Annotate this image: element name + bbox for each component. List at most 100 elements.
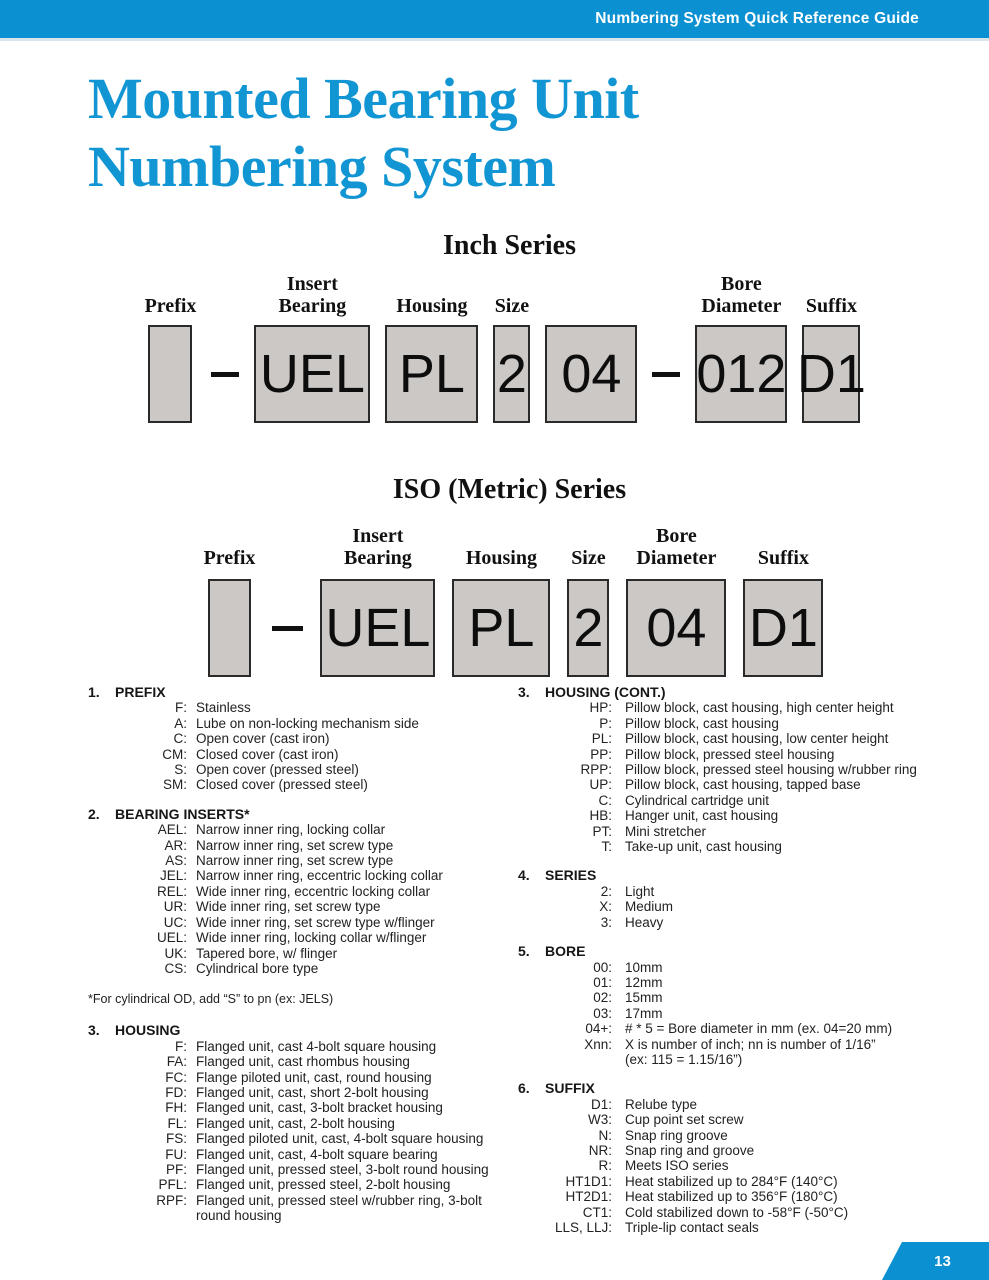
definition: Heavy <box>625 914 664 930</box>
definition: Pillow block, cast housing, low center h… <box>625 731 889 747</box>
definition: Closed cover (cast iron) <box>196 746 339 762</box>
code-definition-row: FL: Flanged unit, cast, 2-bolt housing <box>88 1116 518 1131</box>
code-definition-row: F: Stainless <box>88 700 518 715</box>
section-items: HP: Pillow block, cast housing, high cen… <box>518 700 989 854</box>
iso-insert-bearing-label: Insert Bearing <box>344 525 412 569</box>
definition: Hanger unit, cast housing <box>625 808 779 824</box>
code: FU: <box>165 1146 187 1162</box>
definition: Pillow block, cast housing <box>625 715 779 731</box>
definition: Wide inner ring, eccentric locking colla… <box>196 883 431 899</box>
definition: Cylindrical cartridge unit <box>625 792 770 808</box>
code: N: <box>598 1127 613 1143</box>
code-definition-row: FU: Flanged unit, cast, 4-bolt square be… <box>88 1147 518 1162</box>
code-definition-row: CS: Cylindrical bore type <box>88 961 518 976</box>
code: CT1: <box>582 1204 612 1220</box>
definition: 15mm <box>625 990 663 1006</box>
inch-insert-bearing-label: Insert Bearing <box>278 273 347 317</box>
dash-icon <box>272 625 304 631</box>
code-definition-row: CT1: Cold stabilized down to -58°F (-50°… <box>518 1205 989 1220</box>
definition: Narrow inner ring, set screw type <box>196 853 394 869</box>
page-number-tab: 13 <box>882 1242 989 1280</box>
definition: Mini stretcher <box>625 823 707 839</box>
code: RPP: <box>580 762 612 778</box>
section-series: 4. SERIES 2: Light X: Medium <box>518 868 989 930</box>
inch-housing-box: PL <box>385 325 479 423</box>
code-definition-row: 02: 15mm <box>518 990 989 1005</box>
code: HT2D1: <box>565 1189 612 1205</box>
inch-size-box: 2 <box>493 325 531 423</box>
code: RPF: <box>156 1192 187 1208</box>
code-definition-row: AS: Narrow inner ring, set screw type <box>88 853 518 868</box>
code: PFL: <box>158 1177 187 1193</box>
code: HT1D1: <box>565 1173 612 1189</box>
inch-bore-label: Bore Diameter <box>701 273 782 317</box>
code: UEL: <box>156 930 187 946</box>
definition: Snap ring groove <box>625 1127 728 1143</box>
section-number: 3. <box>518 684 530 700</box>
code: LLS, LLJ: <box>554 1220 612 1235</box>
code-definition-row: HB: Hanger unit, cast housing <box>518 808 989 823</box>
section-heading: 3. HOUSING <box>88 1022 518 1039</box>
section-number: 4. <box>518 867 530 884</box>
section-bearing-inserts: 2. BEARING INSERTS* AEL: Narrow inner ri… <box>88 806 518 976</box>
code: D1: <box>590 1096 612 1112</box>
code: HB: <box>589 808 612 824</box>
page-title-line1: Mounted Bearing Unit <box>88 66 639 131</box>
section-title: HOUSING <box>115 1022 181 1039</box>
definition: Snap ring and groove <box>625 1142 755 1158</box>
code: 02: <box>593 990 612 1006</box>
code-definition-row: AEL: Narrow inner ring, locking collar <box>88 822 518 837</box>
dash-separator <box>652 269 681 423</box>
code-definition-row: PL: Pillow block, cast housing, low cent… <box>518 731 989 746</box>
code: T: <box>601 839 612 855</box>
iso-bore-label: Bore Diameter <box>636 525 717 569</box>
definition: Wide inner ring, set screw type <box>196 899 381 915</box>
code: HP: <box>589 700 612 716</box>
dash-icon <box>211 371 240 377</box>
code-definition-row: HT1D1: Heat stabilized up to 284°F (140°… <box>518 1174 989 1189</box>
code: UP: <box>589 777 612 793</box>
definition: Wide inner ring, locking collar w/flinge… <box>196 930 427 946</box>
code-definition-row: LLS, LLJ: Triple-lip contact seals <box>518 1220 989 1235</box>
code-definition-row: NR: Snap ring and groove <box>518 1143 989 1158</box>
code: C: <box>598 792 613 808</box>
code: S: <box>174 762 187 778</box>
definition: Flanged unit, pressed steel, 2-bolt hous… <box>196 1177 451 1193</box>
code: W3: <box>587 1112 612 1128</box>
inch-size-segment: Size 2 <box>493 269 531 423</box>
inch-size-label: Size <box>494 295 530 317</box>
code-definition-row: 04+: # * 5 = Bore diameter in mm (ex. 04… <box>518 1021 989 1036</box>
code-definition-row: RPP: Pillow block, pressed steel housing… <box>518 762 989 777</box>
section-heading: 5. BORE <box>518 943 989 960</box>
code: FH: <box>165 1100 187 1116</box>
section-heading: 6. SUFFIX <box>518 1080 989 1096</box>
definition: Pillow block, pressed steel housing w/ru… <box>625 762 917 778</box>
iso-bore-segment: Bore Diameter 04 <box>626 513 727 677</box>
code-definition-row: RPF: Flanged unit, pressed steel w/rubbe… <box>88 1193 518 1224</box>
section-title: PREFIX <box>115 684 166 700</box>
definition: Flange piloted unit, cast, round housing <box>196 1069 432 1085</box>
code: F: <box>175 1038 187 1054</box>
section-number: 5. <box>518 943 530 960</box>
definition: X is number of inch; nn is number of 1/1… <box>625 1036 876 1067</box>
code-definition-row: PF: Flanged unit, pressed steel, 3-bolt … <box>88 1162 518 1177</box>
code-definition-row: P: Pillow block, cast housing <box>518 716 989 731</box>
header-bar-title: Numbering System Quick Reference Guide <box>595 10 919 27</box>
definition: Flanged unit, pressed steel, 3-bolt roun… <box>196 1161 489 1177</box>
code-definition-row: T: Take-up unit, cast housing <box>518 839 989 854</box>
code-definition-row: 03: 17mm <box>518 1006 989 1021</box>
code: FD: <box>165 1084 187 1100</box>
code-definition-row: R: Meets ISO series <box>518 1158 989 1173</box>
inch-bore-box: 012 <box>695 325 788 423</box>
definition: Flanged unit, cast, 4-bolt square bearin… <box>196 1146 438 1162</box>
definition: 10mm <box>625 959 663 975</box>
code: PL: <box>591 731 612 747</box>
section-prefix: 1. PREFIX F: Stainless A: Lube on non-lo… <box>88 684 518 793</box>
inch-size2-segment: 04 <box>545 269 638 423</box>
code-definition-row: S: Open cover (pressed steel) <box>88 762 518 777</box>
definition: Closed cover (pressed steel) <box>196 777 368 793</box>
code-definition-row: C: Open cover (cast iron) <box>88 731 518 746</box>
definition: Narrow inner ring, locking collar <box>196 822 386 838</box>
code-definition-row: HT2D1: Heat stabilized up to 356°F (180°… <box>518 1189 989 1204</box>
code: P: <box>599 715 612 731</box>
